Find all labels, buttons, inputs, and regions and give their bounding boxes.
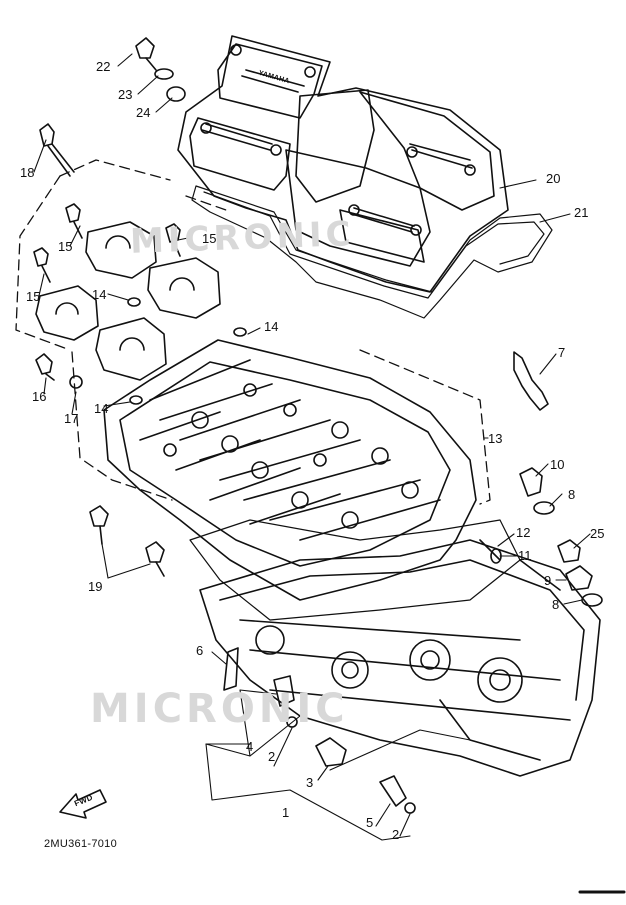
long-bolt-icon (39, 123, 75, 177)
diagram-code: 2MU361-7010 (44, 838, 118, 850)
part-label-19: 19 (88, 579, 103, 594)
part-label-20: 20 (546, 171, 561, 186)
part-label-25: 25 (590, 526, 605, 541)
cylinder-head-icon (199, 539, 601, 777)
part-label-8b: 8 (552, 597, 560, 612)
spark-plug-icon (513, 351, 549, 411)
part-label-21: 21 (574, 205, 589, 220)
part-label-15a: 15 (58, 239, 73, 254)
part-label-14b: 14 (264, 319, 279, 334)
part-label-23: 23 (118, 87, 133, 102)
stud-bolt-icon (89, 505, 239, 691)
part-label-14c: 14 (94, 401, 109, 416)
part-label-6: 6 (196, 643, 204, 658)
part-label-2b: 2 (392, 827, 400, 842)
part-label-4: 4 (246, 739, 254, 754)
part-label-7: 7 (558, 345, 566, 360)
camshaft-cap-icon (35, 221, 221, 381)
part-label-18: 18 (20, 165, 35, 180)
part-label-15b: 15 (202, 231, 217, 246)
part-label-3: 3 (306, 775, 314, 790)
part-label-11: 11 (518, 548, 532, 563)
fitting-icon (273, 675, 416, 814)
dashed-group-boundary (15, 159, 491, 505)
part-label-1: 1 (282, 805, 290, 820)
part-label-14a: 14 (92, 287, 107, 302)
part-label-13: 13 (488, 431, 503, 446)
part-label-17: 17 (64, 411, 79, 426)
bolt-washer-icon (135, 37, 186, 102)
head-gasket-icon (189, 519, 521, 621)
cylinder-head-cover-icon (177, 35, 509, 293)
dowel-pin-icon (127, 297, 247, 405)
part-label-16: 16 (32, 389, 47, 404)
part-label-24: 24 (136, 105, 151, 120)
part-label-22: 22 (96, 59, 111, 74)
part-label-5: 5 (366, 815, 374, 830)
camshaft-assembly-icon (103, 339, 477, 601)
cover-gasket-icon (191, 185, 553, 319)
watermark-top: MICRONIC (129, 214, 356, 262)
part-label-10: 10 (550, 457, 565, 472)
part-label-15c: 15 (26, 289, 41, 304)
part-label-12: 12 (516, 525, 531, 540)
watermark-bottom: MICRONIC (90, 686, 349, 732)
part-label-9: 9 (544, 573, 552, 588)
part-label-2a: 2 (268, 749, 276, 764)
part-label-8a: 8 (568, 487, 576, 502)
leader-lines (33, 53, 591, 841)
fwd-arrow-icon (59, 789, 107, 819)
